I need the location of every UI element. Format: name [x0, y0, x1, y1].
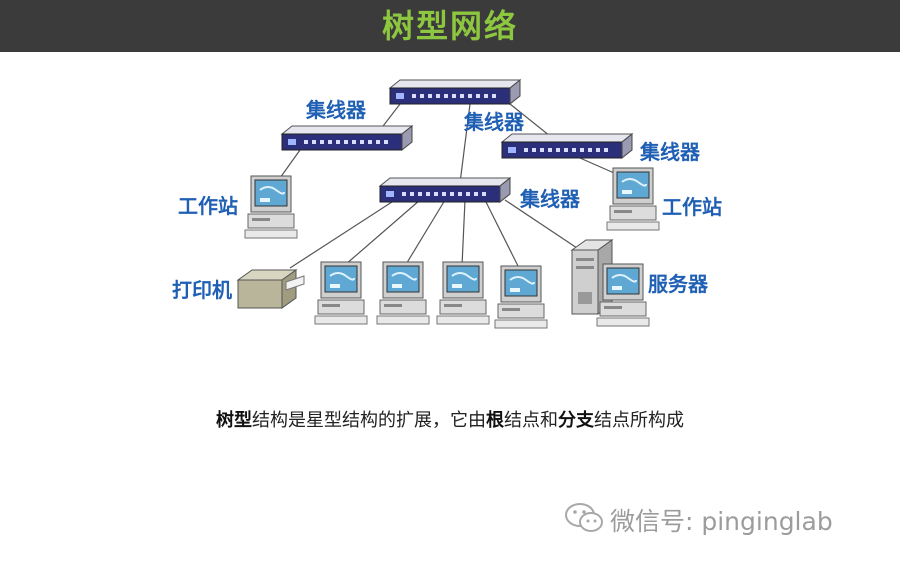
label-workstation-left: 工作站 — [178, 194, 238, 218]
watermark-text: 微信号: pinginglab — [610, 507, 833, 536]
title-bar — [0, 0, 900, 52]
computer-2 — [376, 261, 430, 325]
connection-lines — [274, 103, 631, 271]
caption-part-2: 结构是星型结构的扩展，它由 — [252, 410, 486, 431]
computer-3 — [436, 261, 490, 325]
caption-part-3: 根 — [486, 410, 504, 431]
caption-part-1: 树型 — [216, 410, 252, 431]
workstation-left — [244, 175, 298, 239]
label-server: 服务器 — [648, 272, 708, 296]
hub-left — [281, 125, 413, 151]
page-title: 树型网络 — [381, 7, 518, 45]
label-hub-root: 集线器 — [306, 98, 366, 122]
label-hub-center: 集线器 — [520, 187, 580, 211]
wechat-icon — [565, 503, 603, 532]
hub-root — [389, 79, 521, 105]
label-printer: 打印机 — [172, 278, 232, 302]
computer-4 — [494, 265, 548, 329]
caption: 树型结构是星型结构的扩展，它由根结点和分支结点所构成 — [0, 406, 900, 432]
server-monitor — [596, 263, 650, 327]
server-icon — [570, 239, 614, 315]
printer-icon — [236, 269, 305, 309]
tree-network-diagram — [236, 79, 660, 329]
workstation-right — [606, 167, 660, 231]
caption-part-6: 结点所构成 — [594, 410, 684, 431]
caption-part-4: 结点和 — [504, 410, 558, 431]
caption-part-5: 分支 — [558, 410, 594, 431]
label-hub-root-right: 集线器 — [464, 110, 524, 134]
label-hub-right: 集线器 — [640, 140, 700, 164]
hub-center — [379, 177, 511, 203]
hub-right — [501, 133, 633, 159]
label-workstation-right: 工作站 — [662, 195, 722, 219]
computer-1 — [314, 261, 368, 325]
